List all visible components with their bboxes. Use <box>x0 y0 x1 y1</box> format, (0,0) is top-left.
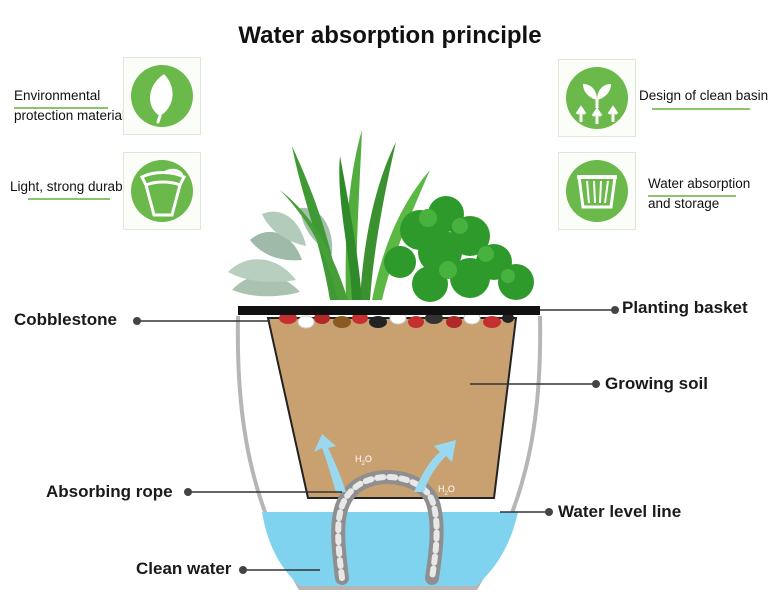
feature-environmental-line2: protection materials <box>14 108 132 123</box>
callout-absorbing-rope: Absorbing rope <box>46 482 173 501</box>
feature-water-storage-underline <box>648 195 736 197</box>
feature-clean-basin-label: Design of clean basin <box>639 88 769 103</box>
planting-basket-rim <box>238 306 540 315</box>
absorbing-rope <box>331 470 444 585</box>
feature-water-storage-line1: Water absorption <box>648 176 751 191</box>
callout-water-level-line: Water level line <box>558 502 682 521</box>
callout-clean-water: Clean water <box>136 559 232 578</box>
water-flow-arrows <box>314 434 456 492</box>
clean-water-area <box>262 512 518 586</box>
callout-cobblestone: Cobblestone <box>14 310 117 329</box>
basket-icon <box>558 152 636 230</box>
h2o-label-left: H2O <box>355 454 372 467</box>
feature-environmental-label: Environmental protection materials <box>14 86 132 126</box>
feature-environmental-underline <box>14 107 108 109</box>
sprout-icon <box>558 59 636 137</box>
page-title: Water absorption principle <box>238 22 542 49</box>
leaf-icon <box>123 57 201 135</box>
callout-planting-basket: Planting basket <box>622 298 748 317</box>
callout-dots <box>133 306 619 574</box>
callout-growing-soil: Growing soil <box>605 374 708 393</box>
h2o-label-right: H2O <box>438 484 455 497</box>
feature-environmental-line1: Environmental <box>14 88 101 103</box>
feature-clean-basin-underline <box>652 108 750 110</box>
feature-water-storage-label: Water absorption and storage <box>648 174 750 214</box>
callout-lines <box>140 309 614 571</box>
feature-light-durable-underline <box>28 198 110 200</box>
plant-foliage <box>228 130 534 302</box>
feature-water-storage-line2: and storage <box>648 196 720 211</box>
outer-pot-wall <box>235 315 543 590</box>
pot-icon <box>123 152 201 230</box>
feature-light-durable-label: Light, strong durable <box>10 179 134 194</box>
